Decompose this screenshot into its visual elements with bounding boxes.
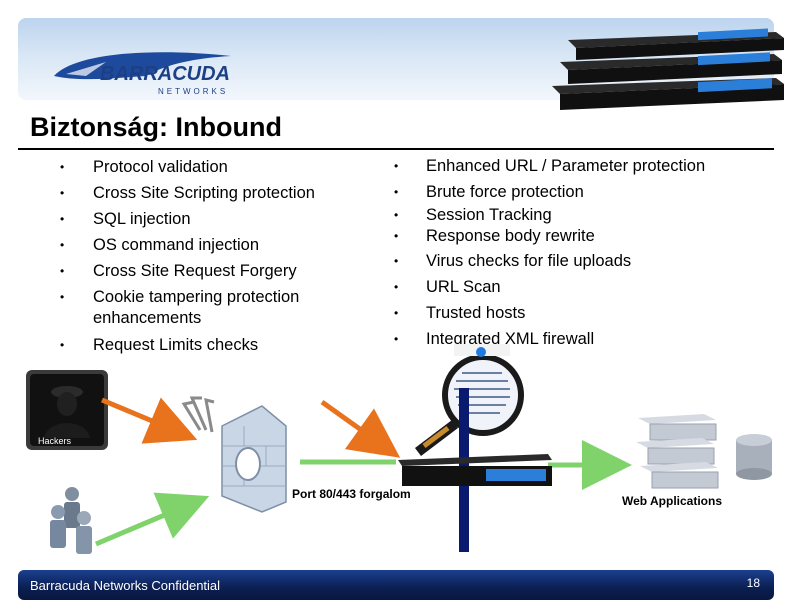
bullet-icon: •: [60, 290, 65, 304]
hackers-label: Hackers: [38, 436, 72, 446]
gear-icon: [454, 344, 510, 357]
legit-traffic-arrow: [95, 492, 210, 547]
attack-arrow-2: [320, 399, 401, 458]
bullet-icon: •: [60, 264, 65, 278]
footer-confidential: Barracuda Networks Confidential: [30, 578, 221, 593]
right-bullet-list: •Enhanced URL / Parameter protection •Br…: [394, 157, 706, 348]
bullet-icon: •: [60, 238, 65, 252]
bullet-icon: •: [394, 332, 399, 346]
barracuda-logo: BARRACUDA NETWORKS: [54, 52, 231, 96]
header-banner: BARRACUDA NETWORKS: [18, 18, 784, 110]
logo-subtext: NETWORKS: [158, 87, 228, 96]
bullet-icon: •: [60, 160, 65, 174]
server-unit-middle: [560, 52, 782, 84]
bullet-icon: •: [60, 338, 65, 352]
server-unit-back: [568, 28, 784, 60]
bullet-icon: •: [394, 185, 399, 199]
firewall-icon: [221, 405, 287, 513]
attack-arrow: [101, 397, 198, 444]
logo-text: BARRACUDA: [100, 63, 230, 85]
blocked-arrows: [181, 396, 215, 433]
web-applications-label: Web Applications: [622, 494, 723, 508]
database-icon: [736, 434, 772, 480]
users-icon: [50, 487, 92, 554]
server-unit-front: [552, 78, 784, 110]
bullet-icon: •: [394, 280, 399, 294]
bullet-icon: •: [394, 229, 399, 243]
hacker-icon: [26, 370, 108, 450]
bullet-icon: •: [60, 186, 65, 200]
bullet-icon: •: [394, 208, 399, 222]
bullet-icon: •: [60, 212, 65, 226]
page-number: 18: [746, 576, 760, 590]
web-server-rack-icon: [636, 414, 719, 489]
bullet-icon: •: [394, 306, 399, 320]
title-underline: [18, 148, 774, 150]
footer-bar: Barracuda Networks Confidential 18: [18, 570, 774, 600]
bullet-icon: •: [394, 159, 399, 173]
left-bullet-list: •Protocol validation •Cross Site Scripti…: [60, 158, 315, 354]
barracuda-appliance-icon: [398, 454, 552, 486]
bullet-icon: •: [394, 254, 399, 268]
server-stack-image: [552, 28, 784, 110]
port-traffic-label: Port 80/443 forgalom: [292, 487, 411, 501]
slide-title: Biztonság: Inbound: [30, 112, 282, 142]
magnifier-icon: [414, 354, 524, 456]
